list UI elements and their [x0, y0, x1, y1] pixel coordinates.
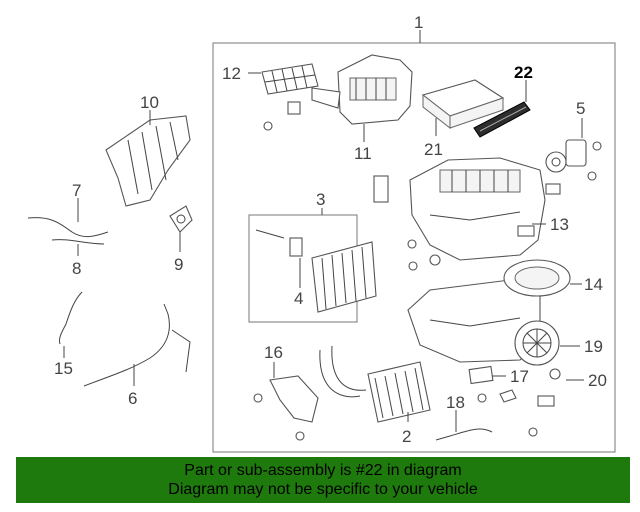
callout-11: 11 — [354, 144, 372, 163]
notice-line-2: Diagram may not be specific to your vehi… — [168, 481, 478, 498]
part-12-filter-door — [261, 63, 319, 95]
notice-line-1: Part or sub-assembly is #22 in diagram — [184, 462, 462, 479]
callout-2: 2 — [402, 427, 411, 446]
callout-17: 17 — [510, 367, 529, 386]
callout-19: 19 — [584, 337, 603, 356]
callout-3: 3 — [316, 190, 325, 209]
callout-16: 16 — [264, 343, 283, 362]
callout-20: 20 — [588, 371, 607, 390]
callout-4: 4 — [294, 289, 303, 308]
part-11-upper-housing — [311, 54, 413, 125]
callout-1: 1 — [414, 13, 423, 32]
part-16-bracket — [269, 375, 319, 423]
screws-and-clips — [253, 101, 602, 441]
part-10-duct — [105, 115, 191, 207]
part-18-harness — [435, 428, 493, 441]
part-14-lower-case — [407, 259, 571, 363]
part-6-harness — [83, 303, 191, 387]
misc-small-parts — [373, 175, 561, 407]
callout-5: 5 — [576, 99, 585, 118]
part-15-tube — [59, 291, 83, 345]
part-22-seal — [473, 101, 531, 138]
part-17-resistor — [468, 365, 494, 385]
part-3-evaporator — [311, 241, 377, 313]
callout-6: 6 — [128, 389, 137, 408]
part-7-8-hoses — [27, 217, 109, 245]
callout-18: 18 — [446, 393, 465, 412]
callout-9: 9 — [174, 255, 183, 274]
callout-13: 13 — [550, 215, 569, 234]
notice-banner: Part or sub-assembly is #22 in diagram D… — [16, 457, 630, 503]
part-21-cabin-filter — [421, 79, 505, 130]
part-4-valve — [255, 229, 303, 257]
leader-lines — [63, 30, 584, 432]
callout-14: 14 — [584, 275, 603, 294]
part-5-actuator — [545, 139, 587, 173]
part-19-blower-motor — [514, 320, 560, 366]
callout-8: 8 — [72, 259, 81, 278]
callout-15: 15 — [54, 359, 73, 378]
assembly-frame — [212, 42, 616, 453]
part-2-heater-core — [319, 345, 431, 423]
part-9-grommet — [169, 205, 193, 233]
callout-10: 10 — [140, 93, 159, 112]
callout-7: 7 — [72, 181, 81, 200]
callout-21: 21 — [424, 140, 443, 159]
callout-22: 22 — [514, 63, 533, 82]
part-13-middle-housing — [409, 157, 546, 261]
callout-12: 12 — [222, 64, 241, 83]
